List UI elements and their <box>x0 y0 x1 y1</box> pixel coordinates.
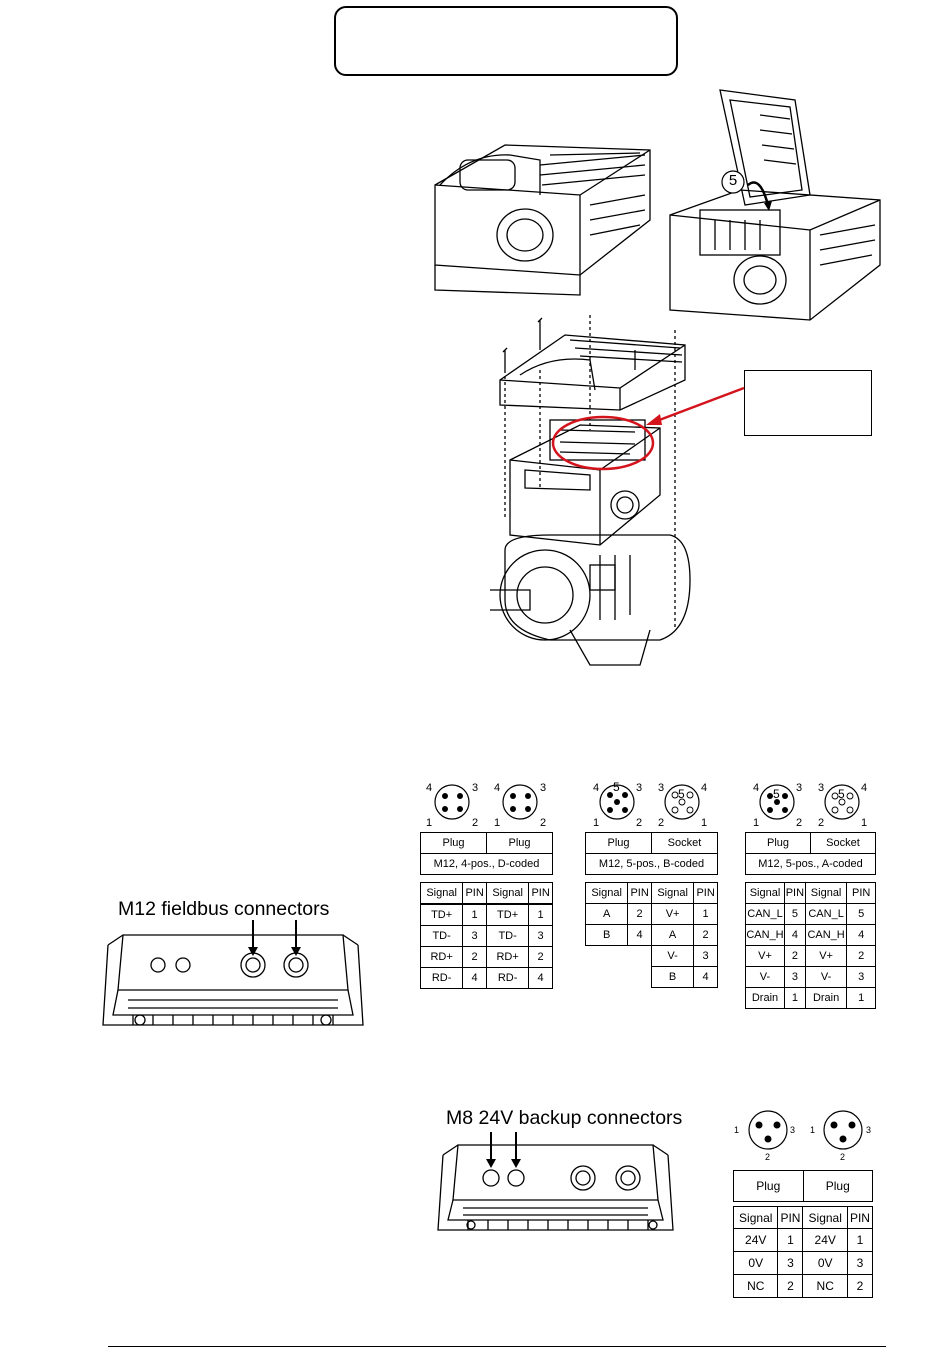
footer-rule <box>108 1346 886 1347</box>
backup-caption: M8 24V backup connectors <box>446 1107 683 1129</box>
pin-label: 1 <box>734 1125 739 1135</box>
pin-label: 3 <box>540 782 546 794</box>
pin-label: 3 <box>796 782 802 794</box>
connector-type-cell: Plug <box>733 1170 804 1202</box>
drive-closed-illustration <box>434 144 651 296</box>
pin-label: 3 <box>790 1125 795 1135</box>
pin-label: 2 <box>818 817 824 829</box>
pin-label: 5 <box>613 780 620 794</box>
fieldbus-connector-illustration <box>102 920 364 1026</box>
pin-label: 5 <box>773 787 780 801</box>
pin-label: 1 <box>426 817 432 829</box>
drive-open-illustration <box>669 89 881 321</box>
pin-label: 4 <box>701 782 707 794</box>
pin-label: 3 <box>636 782 642 794</box>
highlight-ellipse <box>551 415 655 471</box>
fieldbus-caption: M12 fieldbus connectors <box>118 898 330 920</box>
step-arrow-icon <box>747 181 770 206</box>
title-box <box>334 6 678 76</box>
pin-label: 3 <box>658 782 664 794</box>
connector-type-cell: Socket <box>810 832 876 854</box>
pin-label: 1 <box>810 1125 815 1135</box>
pin-label: 3 <box>818 782 824 794</box>
pin-label: 4 <box>494 782 500 794</box>
pointer-arrow-icon <box>646 386 745 425</box>
pin-label: 2 <box>636 817 642 829</box>
connector-type-cell: Socket <box>651 832 718 854</box>
connector-type-cell: Plug <box>486 832 553 854</box>
m12-d-pin-diagrams: 4 3 1 2 4 3 1 2 <box>426 782 546 829</box>
coding-cell: M12, 5-pos., B-coded <box>585 853 718 875</box>
connector-type-cell: Plug <box>745 832 811 854</box>
backup-connector-illustration <box>437 1132 674 1231</box>
pin-label: 3 <box>866 1125 871 1135</box>
m8-pin-diagrams: 1 3 2 1 3 2 <box>734 1110 871 1162</box>
pin-label: 4 <box>753 782 759 794</box>
pin-label: 2 <box>765 1152 770 1162</box>
pin-label: 5 <box>838 787 845 801</box>
table-row: V-3 <box>586 945 718 967</box>
m12-a-pin-diagrams: 4 3 1 2 5 3 4 2 1 5 <box>753 782 867 829</box>
pin-label: 2 <box>658 817 664 829</box>
pin-label: 1 <box>753 817 759 829</box>
pin-label: 1 <box>593 817 599 829</box>
pin-label: 5 <box>678 787 685 801</box>
connector-type-cell: Plug <box>585 832 652 854</box>
connector-type-cell: Plug <box>802 1170 873 1202</box>
pin-label: 4 <box>593 782 599 794</box>
coding-cell: M12, 5-pos., A-coded <box>745 853 876 875</box>
pin-label: 2 <box>472 817 478 829</box>
connector-type-cell: Plug <box>420 832 487 854</box>
pin-label: 4 <box>861 782 867 794</box>
pin-label: 2 <box>840 1152 845 1162</box>
step-number: 5 <box>728 172 738 189</box>
m12-b-pin-diagrams: 4 3 1 2 5 3 4 2 1 5 <box>593 780 707 829</box>
pin-label: 2 <box>796 817 802 829</box>
pin-label: 1 <box>861 817 867 829</box>
pin-label: 4 <box>426 782 432 794</box>
callout-box <box>744 370 872 436</box>
coding-cell: M12, 4-pos., D-coded <box>420 853 553 875</box>
pin-label: 2 <box>540 817 546 829</box>
pin-label: 3 <box>472 782 478 794</box>
pin-label: 1 <box>701 817 707 829</box>
step-circle <box>721 170 745 194</box>
drive-exploded-illustration <box>490 315 691 666</box>
pin-label: 1 <box>494 817 500 829</box>
